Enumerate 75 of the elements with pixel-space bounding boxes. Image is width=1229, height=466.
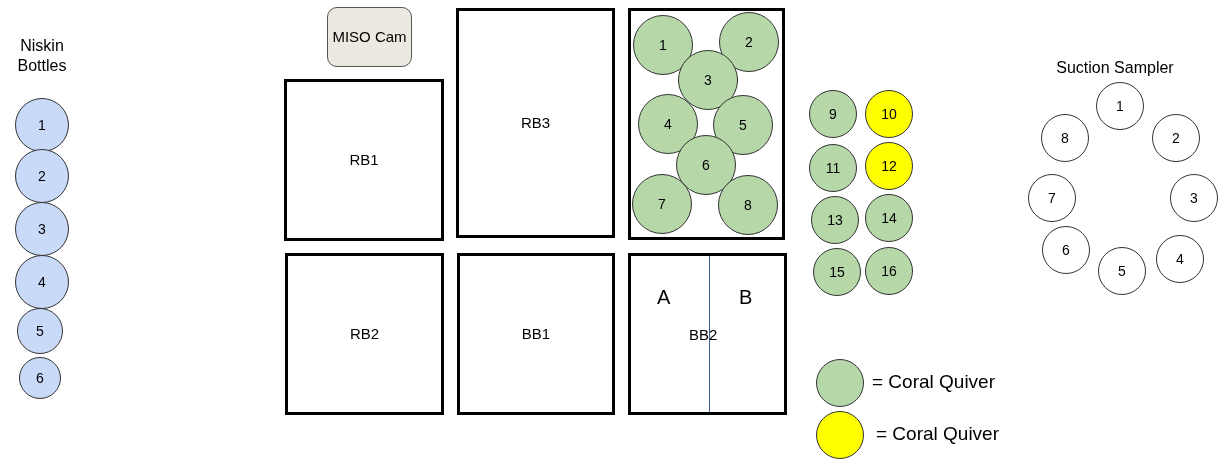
labeled-box xyxy=(456,8,615,238)
node-label: RB1 xyxy=(349,151,379,169)
numbered-circle xyxy=(1098,247,1146,295)
node-label: 16 xyxy=(881,262,897,280)
node-label: 15 xyxy=(829,263,845,281)
numbered-circle xyxy=(865,142,913,190)
node-label: 8 xyxy=(744,196,752,214)
labeled-box xyxy=(284,79,444,241)
node-label: 12 xyxy=(881,157,897,175)
divided-box xyxy=(628,253,787,415)
numbered-circle xyxy=(15,202,69,256)
numbered-circle xyxy=(638,94,698,154)
numbered-circle xyxy=(1096,82,1144,130)
numbered-circle xyxy=(15,149,69,203)
node-label: 14 xyxy=(881,209,897,227)
node-label: 5 xyxy=(739,116,747,134)
node-label: RB3 xyxy=(520,114,551,132)
node-label: 1 xyxy=(38,116,46,134)
node-label: 1 xyxy=(659,36,667,54)
node-label: 5 xyxy=(1118,262,1126,280)
node-label: MISO Cam xyxy=(332,28,407,46)
group-heading: Suction Sampler xyxy=(1055,58,1175,78)
node-label: 1 xyxy=(1116,97,1124,115)
node-label: 3 xyxy=(1190,189,1198,207)
node-label: 11 xyxy=(825,159,841,177)
quiver-rack-box xyxy=(628,8,785,240)
numbered-circle xyxy=(813,248,861,296)
numbered-circle xyxy=(15,255,69,309)
legend-text: = Coral Quiver xyxy=(872,371,996,393)
numbered-circle xyxy=(17,308,63,354)
numbered-circle xyxy=(1042,226,1090,274)
numbered-circle xyxy=(1170,174,1218,222)
node-label: 7 xyxy=(658,195,666,213)
group-heading: Niskin Bottles xyxy=(16,36,68,76)
section-letter: A xyxy=(657,286,671,309)
node-label: RB2 xyxy=(349,325,380,343)
node-label: 4 xyxy=(664,115,672,133)
numbered-circle xyxy=(809,144,857,192)
node-label: 4 xyxy=(1176,250,1184,268)
numbered-circle xyxy=(633,15,693,75)
node-label: 2 xyxy=(1172,129,1180,147)
legend-text: = Coral Quiver xyxy=(876,423,1000,445)
labeled-box xyxy=(457,253,615,415)
node-label: 6 xyxy=(36,369,44,387)
numbered-circle xyxy=(19,357,61,399)
numbered-circle xyxy=(718,175,778,235)
node-label: 2 xyxy=(745,33,753,51)
node-label: 13 xyxy=(827,211,843,229)
numbered-circle xyxy=(719,12,779,72)
node-label: 7 xyxy=(1048,189,1056,207)
numbered-circle xyxy=(865,194,913,242)
node-label: 9 xyxy=(829,105,837,123)
numbered-circle xyxy=(1041,114,1089,162)
node-label: 6 xyxy=(1062,241,1070,259)
numbered-circle xyxy=(865,90,913,138)
node-label: 3 xyxy=(38,220,46,238)
numbered-circle xyxy=(1156,235,1204,283)
node-label: 3 xyxy=(704,71,712,89)
labeled-box xyxy=(285,253,444,415)
node-label: 6 xyxy=(702,156,710,174)
node-label: BB1 xyxy=(521,325,551,343)
section-letter: B xyxy=(739,286,753,309)
node-label: 8 xyxy=(1061,129,1069,147)
numbered-circle xyxy=(811,196,859,244)
camera-box xyxy=(327,7,412,67)
node-label: 10 xyxy=(881,105,897,123)
node-label: 5 xyxy=(36,322,44,340)
node-label: 4 xyxy=(38,273,46,291)
numbered-circle xyxy=(1028,174,1076,222)
numbered-circle xyxy=(15,98,69,152)
numbered-circle xyxy=(632,174,692,234)
numbered-circle xyxy=(1152,114,1200,162)
node-label: 2 xyxy=(38,167,46,185)
numbered-circle xyxy=(865,247,913,295)
numbered-circle xyxy=(809,90,857,138)
